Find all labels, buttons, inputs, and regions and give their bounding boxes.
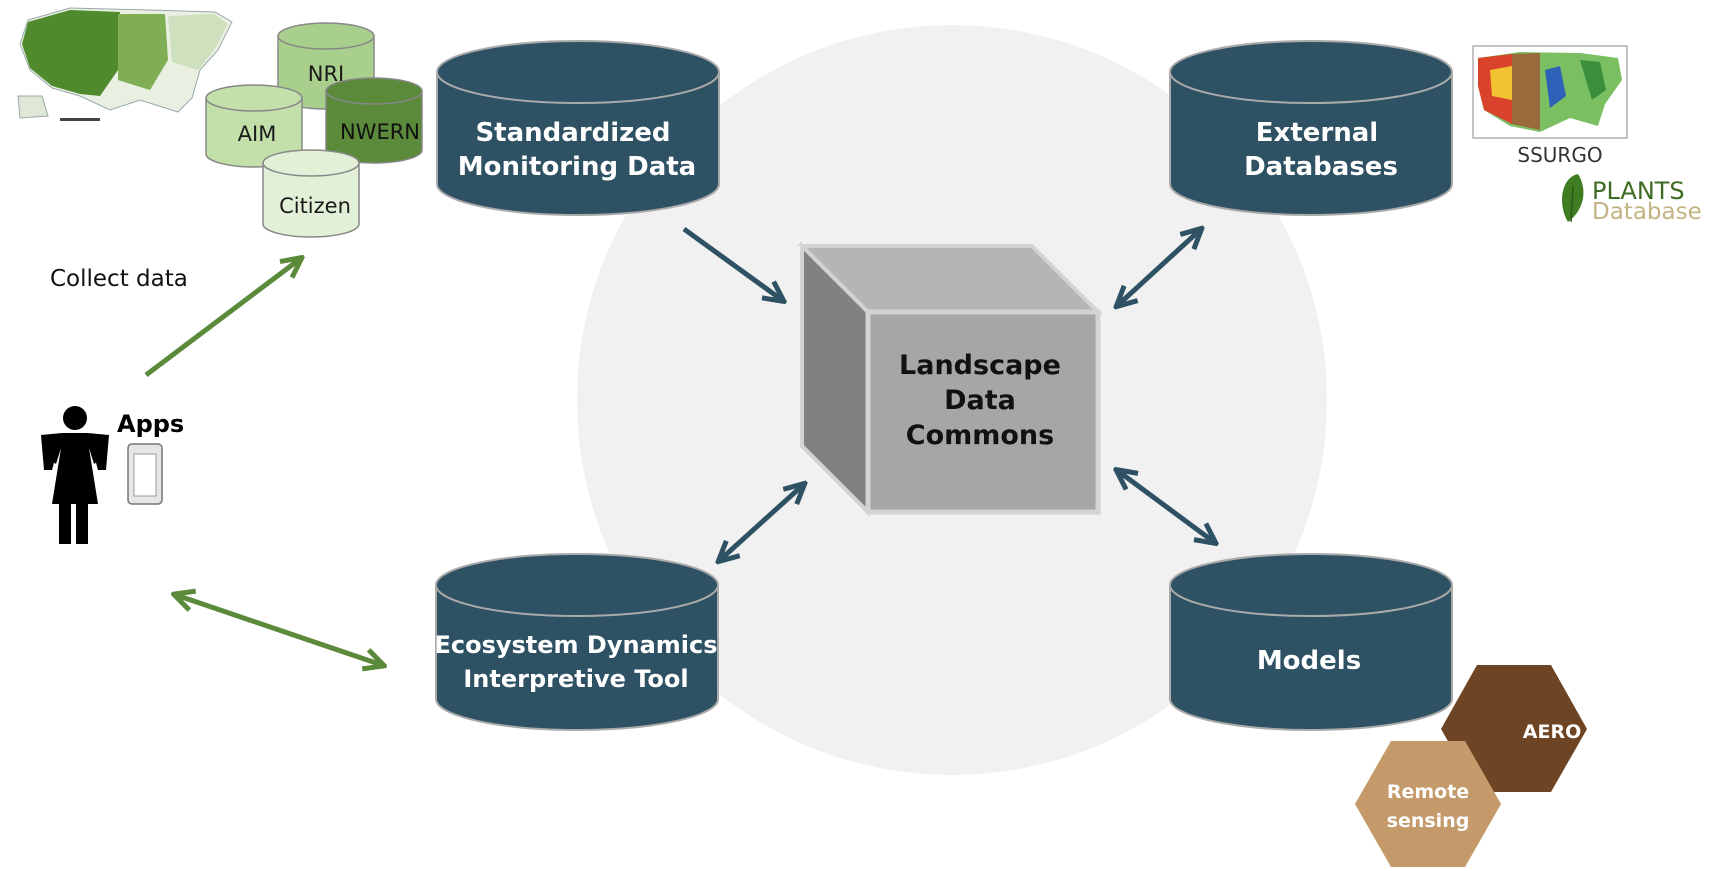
db-citizen: Citizen <box>262 149 360 238</box>
remote-label-1: Remote <box>1387 781 1469 803</box>
center-label-2: Data <box>944 385 1016 416</box>
remote-label-2: sensing <box>1387 810 1470 832</box>
monitoring-label-1: Standardized <box>475 118 670 148</box>
plants-database-label: Database <box>1592 199 1702 225</box>
edit-label-1: Ecosystem Dynamics <box>434 631 717 659</box>
person-icon <box>41 406 109 544</box>
db-external: External Databases <box>1169 40 1453 216</box>
ssurgo-map-thumbnail <box>1472 45 1628 139</box>
center-label-1: Landscape <box>899 350 1061 381</box>
plants-database-logo: PLANTS Database <box>1562 174 1702 225</box>
db-ecosystem-dynamics: Ecosystem Dynamics Interpretive Tool <box>434 553 719 731</box>
models-label: Models <box>1257 646 1361 676</box>
edit-label-2: Interpretive Tool <box>463 665 688 693</box>
hex-aero: AERO <box>1441 665 1587 792</box>
monitoring-to-commons-arrow <box>682 226 782 300</box>
apps-label: Apps <box>117 410 184 438</box>
center-label-3: Commons <box>906 420 1054 451</box>
apps-edit-arrow <box>176 595 382 665</box>
ssurgo-label: SSURGO <box>1517 143 1602 167</box>
db-models: Models <box>1169 553 1453 731</box>
db-nwern-label: NWERN <box>340 120 420 144</box>
collect-arrow <box>144 259 300 377</box>
external-label-1: External <box>1256 118 1378 148</box>
commons-models-arrow <box>1118 471 1214 542</box>
us-map-thumbnail <box>16 6 238 126</box>
plants-label: PLANTS <box>1592 177 1685 205</box>
db-aim-label: AIM <box>238 122 277 146</box>
external-label-2: Databases <box>1244 152 1398 182</box>
aero-label: AERO <box>1523 721 1581 743</box>
phone-icon <box>127 443 163 505</box>
monitoring-label-2: Monitoring Data <box>458 152 696 182</box>
commons-edit-arrow <box>720 485 803 560</box>
db-nwern: NWERN <box>325 77 423 164</box>
landscape-data-commons-cube: Landscape Data Commons <box>797 241 1103 517</box>
db-aim: AIM <box>205 84 303 168</box>
db-standardized-monitoring: Standardized Monitoring Data <box>436 40 720 216</box>
collect-data-label: Collect data <box>50 266 188 292</box>
db-citizen-label: Citizen <box>279 194 351 218</box>
hex-remote-sensing: Remote sensing <box>1355 741 1501 867</box>
commons-external-arrow <box>1118 230 1200 305</box>
